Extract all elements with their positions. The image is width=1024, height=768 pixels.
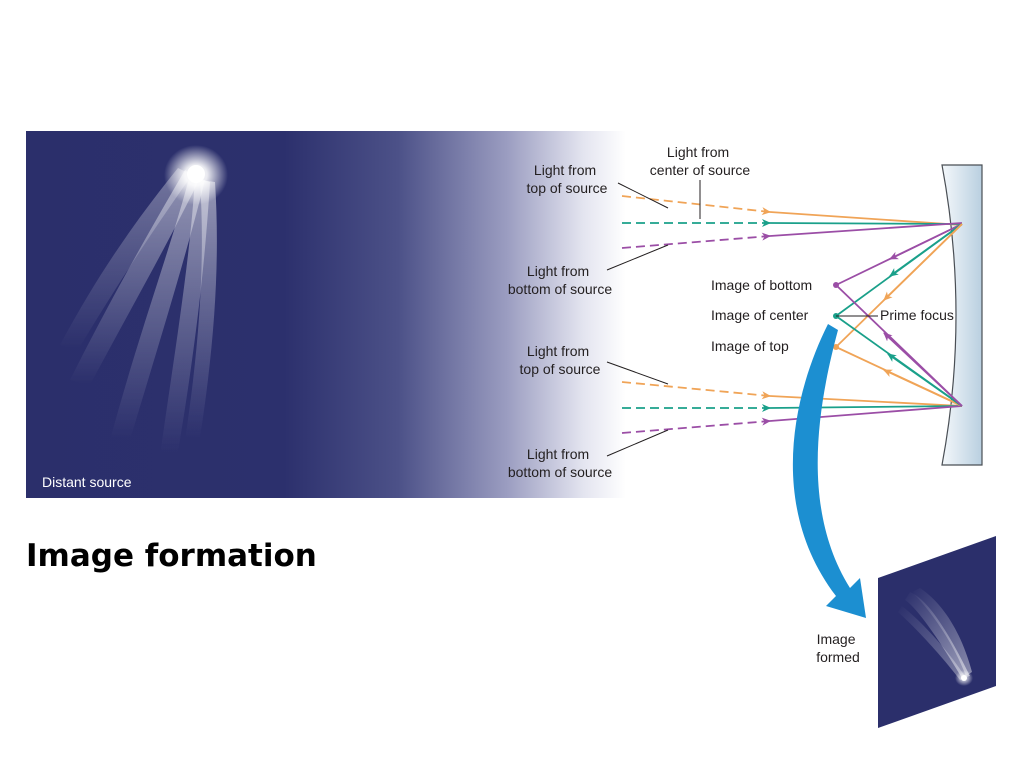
ray-top-incoming-lower — [621, 381, 771, 400]
image-of-top-label: Image of top — [711, 338, 789, 354]
ray-top-incoming — [621, 195, 771, 216]
bottom-of-source-upper-label: Light from bottom of source — [508, 263, 612, 297]
ray-labels: Light from center of source Light from t… — [508, 144, 954, 480]
comet-tail — [60, 168, 217, 455]
top-of-source-upper-label: Light from top of source — [527, 162, 608, 196]
leader-lines — [606, 180, 878, 457]
reflected-rays — [835, 223, 963, 407]
image-formed-panel — [878, 536, 996, 728]
ray-bottom-incoming — [621, 232, 771, 249]
primary-mirror — [941, 164, 983, 466]
ray-bottom-incoming-lower — [621, 417, 771, 434]
image-formed-label: Image formed — [816, 631, 860, 665]
center-of-source-label: Light from center of source — [650, 144, 751, 178]
comet-head — [187, 165, 205, 183]
image-of-center-label: Image of center — [711, 307, 809, 323]
distant-source-panel: Distant source — [26, 131, 626, 498]
prime-focus-label: Prime focus — [880, 307, 954, 323]
distant-source-label: Distant source — [42, 474, 132, 490]
incoming-rays-upper — [621, 195, 963, 249]
image-formed-arrow — [792, 324, 866, 618]
incoming-rays-lower — [621, 381, 963, 434]
image-of-bottom-point — [833, 282, 839, 288]
top-of-source-lower-label: Light from top of source — [520, 343, 601, 377]
page-title: Image formation — [26, 538, 317, 574]
image-of-top-point — [833, 344, 839, 350]
image-of-bottom-label: Image of bottom — [711, 277, 812, 293]
bottom-of-source-lower-label: Light from bottom of source — [508, 446, 612, 480]
